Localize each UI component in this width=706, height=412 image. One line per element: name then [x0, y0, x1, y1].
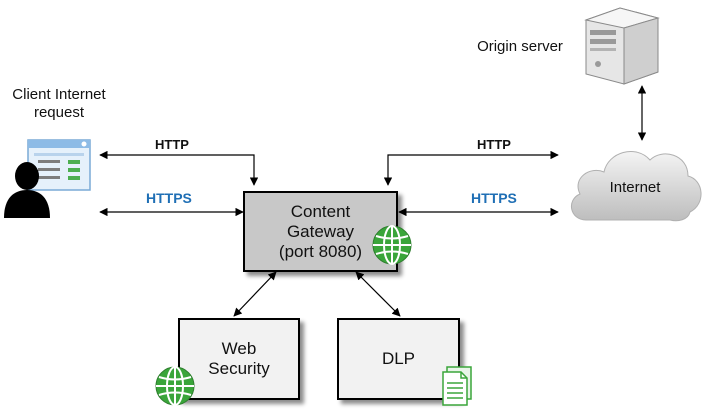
left-http-arrow [99, 150, 259, 186]
web-security-line2: Security [208, 359, 270, 378]
client-label: Client Internet request [0, 86, 118, 122]
gateway-dlp-arrow [355, 271, 401, 317]
globe-icon [371, 224, 413, 266]
gateway-websecurity-arrow [233, 271, 277, 317]
web-security-box: Web Security [178, 318, 300, 400]
globe-icon [154, 365, 196, 407]
internet-label: Internet [609, 179, 661, 196]
dlp-label: DLP [381, 349, 416, 368]
server-tower-icon [580, 6, 662, 86]
left-https-label: HTTPS [146, 190, 192, 206]
gateway-line1: Content [290, 201, 351, 221]
cloud-icon [566, 138, 706, 228]
user-with-browser-window-icon [2, 138, 94, 218]
web-security-label: Web Security [208, 339, 269, 379]
right-http-arrow [383, 150, 559, 186]
client-label-line2: request [33, 104, 85, 121]
client-label-line1: Client Internet [12, 86, 106, 103]
content-gateway-box: Content Gateway (port 8080) [243, 191, 398, 272]
origin-server-label: Origin server [477, 38, 563, 55]
gateway-line2: Gateway [286, 221, 355, 241]
gateway-line3: (port 8080) [278, 241, 363, 261]
dlp-box: DLP [337, 318, 460, 400]
right-http-label: HTTP [477, 137, 511, 152]
document-icon [441, 366, 473, 406]
right-https-label: HTTPS [471, 190, 517, 206]
content-gateway-label: Content Gateway (port 8080) [279, 202, 362, 262]
web-security-line1: Web [221, 339, 257, 358]
left-http-label: HTTP [155, 137, 189, 152]
